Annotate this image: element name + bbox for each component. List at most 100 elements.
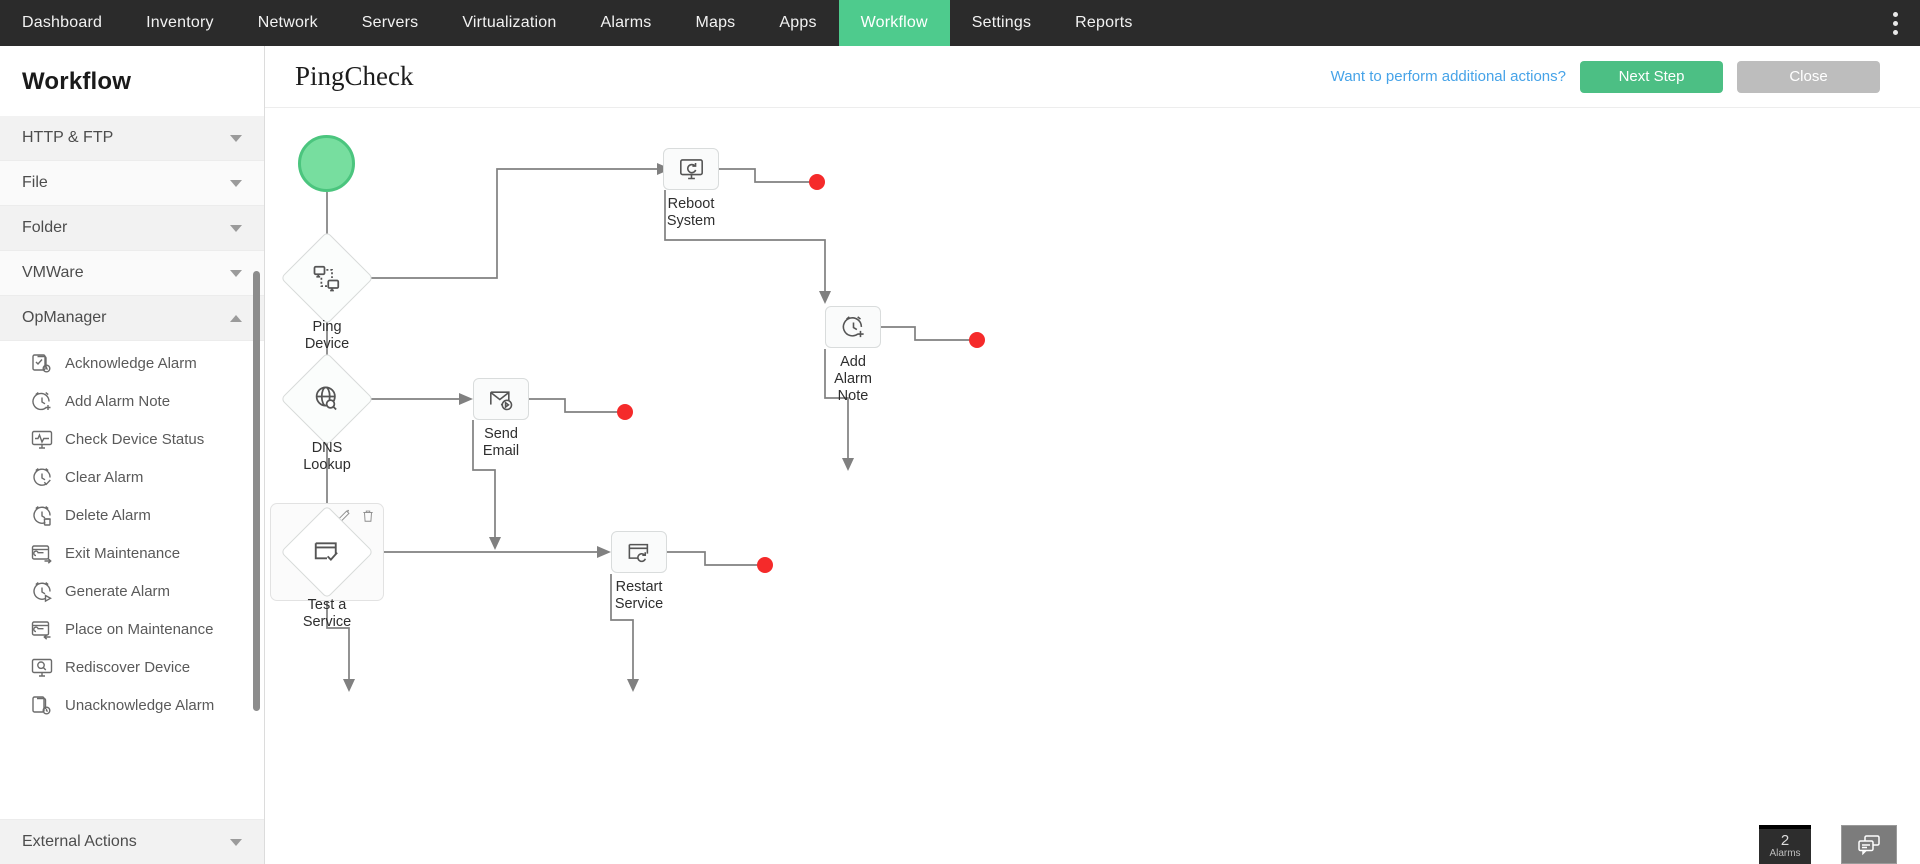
sidebar-scrollbar[interactable] bbox=[253, 271, 260, 711]
delete-node-icon[interactable] bbox=[361, 509, 375, 528]
acknowledge-alarm-icon bbox=[30, 352, 54, 376]
alarms-badge[interactable]: 2 Alarms bbox=[1759, 825, 1811, 864]
delete-alarm-icon bbox=[30, 504, 54, 528]
start-node[interactable] bbox=[298, 135, 355, 192]
sidebar-opmanager-actions: Acknowledge Alarm Add Alarm Note Check D… bbox=[0, 341, 264, 731]
node-label-send-email: Send Email bbox=[482, 426, 520, 460]
node-label-reboot-system: Reboot System bbox=[666, 196, 716, 230]
node-label-dns-lookup: DNS Lookup bbox=[303, 440, 351, 474]
nav-item-dashboard[interactable]: Dashboard bbox=[22, 14, 103, 31]
nav-item-inventory[interactable]: Inventory bbox=[146, 14, 214, 31]
sidebar-group-file[interactable]: File bbox=[0, 161, 264, 206]
sidebar-item-unacknowledge-alarm[interactable]: Unacknowledge Alarm bbox=[0, 687, 264, 725]
nav-item-servers[interactable]: Servers bbox=[361, 14, 419, 31]
add-alarm-note-shape[interactable] bbox=[825, 306, 881, 348]
chat-widget[interactable] bbox=[1841, 825, 1897, 864]
end-dot-send-email[interactable] bbox=[617, 404, 633, 420]
check-device-status-icon bbox=[30, 428, 54, 452]
additional-actions-link[interactable]: Want to perform additional actions? bbox=[1330, 68, 1566, 85]
node-label-ping-device: Ping Device bbox=[304, 319, 350, 353]
node-test-a-service[interactable]: Test a Service bbox=[280, 505, 374, 630]
add-alarm-note-icon bbox=[30, 390, 54, 414]
sidebar-group-opmanager[interactable]: OpManager bbox=[0, 296, 264, 341]
sidebar-item-label: Unacknowledge Alarm bbox=[65, 696, 215, 714]
sidebar-item-label: Rediscover Device bbox=[65, 658, 191, 676]
workflow-header: PingCheck Want to perform additional act… bbox=[265, 46, 1920, 108]
close-button[interactable]: Close bbox=[1737, 60, 1880, 93]
nav-item-settings[interactable]: Settings bbox=[971, 14, 1032, 31]
more-vertical-icon[interactable] bbox=[1882, 0, 1908, 46]
chevron-down-icon bbox=[230, 179, 242, 187]
start-node-circle[interactable] bbox=[298, 135, 355, 192]
node-label-test-a-service: Test a Service bbox=[302, 597, 352, 631]
alarms-count: 2 bbox=[1780, 832, 1790, 850]
sidebar-group-label: HTTP & FTP bbox=[22, 129, 114, 146]
sidebar-group-label: External Actions bbox=[22, 833, 137, 850]
sidebar-item-label: Delete Alarm bbox=[65, 506, 151, 524]
workflow-canvas[interactable]: Ping Device Reboot System bbox=[265, 108, 1920, 864]
sidebar-item-exit-maintenance[interactable]: Exit Maintenance bbox=[0, 535, 264, 573]
test-a-service-icon bbox=[314, 542, 338, 561]
dns-lookup-icon bbox=[315, 386, 337, 411]
nav-item-reports[interactable]: Reports bbox=[1075, 14, 1133, 31]
sidebar-group-vmware[interactable]: VMWare bbox=[0, 251, 264, 296]
nav-item-virtualization[interactable]: Virtualization bbox=[462, 14, 557, 31]
nav-item-maps[interactable]: Maps bbox=[695, 14, 736, 31]
ping-device-icon bbox=[313, 265, 340, 292]
node-send-email[interactable]: Send Email bbox=[473, 378, 529, 459]
reboot-system-shape[interactable] bbox=[663, 148, 719, 190]
workflow-sidebar: Workflow HTTP & FTP File Folder VMWare O… bbox=[0, 46, 265, 864]
node-reboot-system[interactable]: Reboot System bbox=[663, 148, 719, 229]
sidebar-group-folder[interactable]: Folder bbox=[0, 206, 264, 251]
sidebar-item-add-alarm-note[interactable]: Add Alarm Note bbox=[0, 383, 264, 421]
place-on-maintenance-icon bbox=[30, 618, 54, 642]
node-label-restart-service: Restart Service bbox=[614, 579, 664, 613]
sidebar-item-label: Acknowledge Alarm bbox=[65, 354, 197, 372]
test-a-service-shape[interactable] bbox=[280, 505, 374, 599]
sidebar-item-delete-alarm[interactable]: Delete Alarm bbox=[0, 497, 264, 535]
send-email-icon bbox=[489, 390, 512, 410]
end-dot-restart-service[interactable] bbox=[757, 557, 773, 573]
sidebar-item-label: Clear Alarm bbox=[65, 468, 144, 486]
add-alarm-note-icon bbox=[842, 315, 864, 337]
ping-device-shape[interactable] bbox=[280, 231, 374, 325]
sidebar-item-generate-alarm[interactable]: Generate Alarm bbox=[0, 573, 264, 611]
end-dot-reboot-system[interactable] bbox=[809, 174, 825, 190]
sidebar-group-external-actions[interactable]: External Actions bbox=[0, 819, 264, 864]
sidebar-item-place-on-maintenance[interactable]: Place on Maintenance bbox=[0, 611, 264, 649]
sidebar-item-acknowledge-alarm[interactable]: Acknowledge Alarm bbox=[0, 345, 264, 383]
send-email-shape[interactable] bbox=[473, 378, 529, 420]
nav-item-alarms[interactable]: Alarms bbox=[600, 14, 652, 31]
chevron-up-icon bbox=[230, 314, 242, 322]
node-dns-lookup[interactable]: DNS Lookup bbox=[280, 352, 374, 473]
node-add-alarm-note[interactable]: Add Alarm Note bbox=[825, 306, 881, 404]
end-dot-add-alarm-note[interactable] bbox=[969, 332, 985, 348]
sidebar-group-http-ftp[interactable]: HTTP & FTP bbox=[0, 116, 264, 161]
sidebar-item-clear-alarm[interactable]: Clear Alarm bbox=[0, 459, 264, 497]
nav-item-apps[interactable]: Apps bbox=[779, 14, 817, 31]
chevron-down-icon bbox=[230, 838, 242, 846]
generate-alarm-icon bbox=[30, 580, 54, 604]
sidebar-item-rediscover-device[interactable]: Rediscover Device bbox=[0, 649, 264, 687]
sidebar-item-label: Exit Maintenance bbox=[65, 544, 181, 562]
clear-alarm-icon bbox=[30, 466, 54, 490]
restart-service-shape[interactable] bbox=[611, 531, 667, 573]
chat-bubbles-icon bbox=[1858, 834, 1880, 855]
top-navigation-bar: Dashboard Inventory Network Servers Virt… bbox=[0, 0, 1920, 46]
nav-item-workflow[interactable]: Workflow bbox=[838, 0, 950, 46]
node-label-add-alarm-note: Add Alarm Note bbox=[834, 354, 872, 405]
sidebar-item-label: Add Alarm Note bbox=[65, 392, 171, 410]
sidebar-item-check-device-status[interactable]: Check Device Status bbox=[0, 421, 264, 459]
unacknowledge-alarm-icon bbox=[30, 694, 54, 718]
dns-lookup-shape[interactable] bbox=[280, 352, 374, 446]
sidebar-group-label: Folder bbox=[22, 219, 68, 236]
next-step-button[interactable]: Next Step bbox=[1580, 60, 1723, 93]
nav-item-network[interactable]: Network bbox=[257, 14, 318, 31]
page-title: PingCheck bbox=[295, 61, 414, 91]
reboot-system-icon bbox=[679, 158, 703, 179]
node-restart-service[interactable]: Restart Service bbox=[611, 531, 667, 612]
sidebar-item-label: Place on Maintenance bbox=[65, 620, 214, 638]
sidebar-title: Workflow bbox=[22, 68, 132, 95]
main-content: PingCheck Want to perform additional act… bbox=[265, 46, 1920, 864]
node-ping-device[interactable]: Ping Device bbox=[280, 231, 374, 352]
